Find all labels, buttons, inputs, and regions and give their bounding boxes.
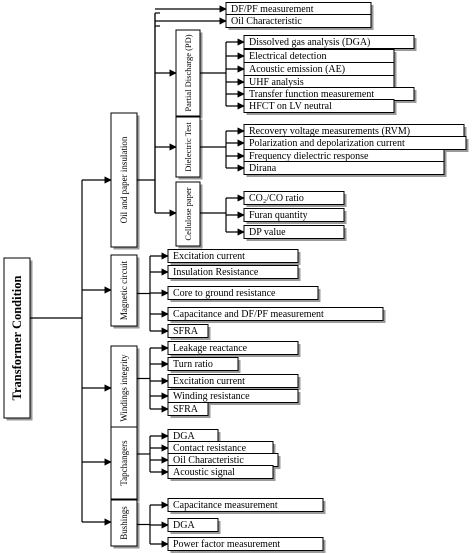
leaf-label-magnetic-1: Excitation current <box>173 251 245 262</box>
leaf-box-cp-3 <box>243 225 345 239</box>
leaf-label-pd-5: Transfer function measurement <box>249 89 374 100</box>
leaf-label-dt-3: Frequency dielectric response <box>249 151 369 162</box>
leaf-label-windings-4: Winding resistance <box>173 391 250 402</box>
leaf-label-windings-3: Excitation current <box>173 376 245 387</box>
root-label: Transformer Condition <box>10 276 24 401</box>
leaf-box-magnetic-5 <box>167 324 209 338</box>
group-label-5: Bushings <box>119 506 129 540</box>
leaf-label-magnetic-4: Capacitance and DF/PF measurement <box>173 309 324 320</box>
group-label-4: Tapchangers <box>119 440 129 486</box>
leaf-label-magnetic-3: Core to ground resistance <box>173 288 276 299</box>
root-box <box>3 257 31 419</box>
leaf-box-windings-5 <box>167 402 209 416</box>
leaf-label-tapchangers-3: Oil Characteristic <box>173 455 244 466</box>
leaf-box-pd-1 <box>243 35 415 49</box>
group-box-3 <box>110 345 138 431</box>
subgroup-box-cellulose-paper <box>175 181 201 247</box>
leaf-box-cp-1 <box>243 191 345 205</box>
leaf-label-pd-3: Acoustic emission (AE) <box>249 64 345 75</box>
leaf-label-windings-5: SFRA <box>173 404 199 415</box>
group-label-1: Oil and paper insulation <box>119 136 129 223</box>
leaf-label-dfpf-measurement: DF/PF measurement <box>231 4 314 15</box>
leaf-box-bushings-1 <box>167 498 324 512</box>
leaf-box-magnetic-1 <box>167 249 299 263</box>
leaf-label-dt-4: Dirana <box>249 163 277 174</box>
leaf-label-pd-6: HFCT on LV neutral <box>249 101 332 112</box>
group-box-5 <box>110 499 138 547</box>
leaf-label-bushings-3: Power factor measurement <box>173 539 280 550</box>
leaf-box-cp-2 <box>243 208 345 222</box>
leaf-label-cp-2: Furan quantity <box>249 210 308 221</box>
subgroup-label-cellulose-paper: Cellulose paper <box>183 187 193 240</box>
group-label-3: Windings integrity <box>119 354 129 422</box>
leaf-box-windings-4 <box>167 389 299 403</box>
leaf-box-bushings-3 <box>167 537 324 551</box>
leaf-box-pd-6 <box>243 99 395 113</box>
leaf-box-magnetic-2 <box>167 265 299 279</box>
leaf-box-windings-3 <box>167 374 299 388</box>
leaf-label-windings-1: Leakage reactance <box>173 343 248 354</box>
leaf-label-bushings-1: Capacitance measurement <box>173 500 278 511</box>
leaf-label-magnetic-5: SFRA <box>173 326 199 337</box>
leaf-label-pd-4: UHF analysis <box>249 77 304 88</box>
leaf-label-tapchangers-2: Contact resistance <box>173 443 247 454</box>
leaf-label-tapchangers-1: DGA <box>173 431 195 442</box>
leaf-box-magnetic-4 <box>167 307 384 321</box>
leaf-label-windings-2: Turn ratio <box>173 359 213 370</box>
leaf-label-pd-1: Dissolved gas analysis (DGA) <box>249 37 370 48</box>
leaf-box-oil-characteristic <box>225 14 372 28</box>
subgroup-label-dielectric-test: Dielectric Test <box>183 122 193 172</box>
leaf-label-pd-2: Electrical detection <box>249 51 326 62</box>
leaf-label-cp-3: DP value <box>249 227 286 238</box>
group-box-4 <box>110 426 138 500</box>
group-box-1 <box>110 112 138 248</box>
leaf-box-tapchangers-4 <box>167 465 274 479</box>
group-box-2 <box>110 254 138 327</box>
leaf-box-dt-4 <box>243 161 445 175</box>
leaf-label-magnetic-2: Insulation Resistance <box>173 267 259 278</box>
leaf-label-dt-1: Recovery voltage measurements (RVM) <box>249 126 410 137</box>
leaf-box-bushings-2 <box>167 518 219 532</box>
subgroup-box-partial-discharge <box>175 29 201 117</box>
leaf-label-tapchangers-4: Acoustic signal <box>173 467 235 478</box>
group-label-2: Magnetic circuit <box>119 260 129 320</box>
leaf-label-cp-1: CO₂/CO ratio <box>249 193 304 204</box>
leaf-label-bushings-2: DGA <box>173 520 195 531</box>
leaf-label-oil-characteristic: Oil Characteristic <box>231 16 302 27</box>
leaf-box-magnetic-3 <box>167 286 319 300</box>
subgroup-label-partial-discharge: Partial Discharge (PD) <box>183 34 193 111</box>
leaf-box-windings-2 <box>167 357 239 371</box>
leaf-box-windings-1 <box>167 341 299 355</box>
leaf-label-dt-2: Polarization and depolarization current <box>249 138 405 149</box>
